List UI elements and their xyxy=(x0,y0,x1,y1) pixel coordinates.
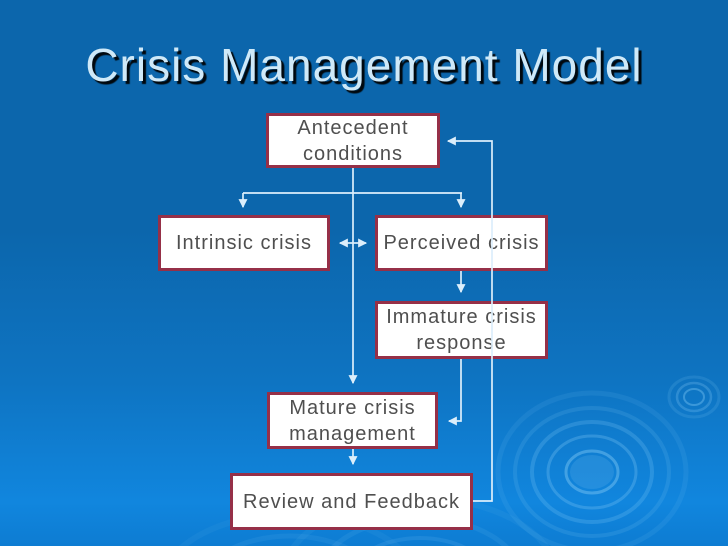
node-perceived-crisis: Perceived crisis xyxy=(375,215,548,271)
node-immature-crisis-response: Immature crisis response xyxy=(375,301,548,359)
node-label: Intrinsic crisis xyxy=(175,232,312,254)
node-review-and-feedback: Review and Feedback xyxy=(230,473,473,530)
node-antecedent-conditions: Antecedent conditions xyxy=(266,113,440,168)
ripple-large xyxy=(495,390,689,546)
node-label: Mature crisis management xyxy=(289,396,416,445)
slide-title: Crisis Management Model xyxy=(85,39,643,91)
node-mature-crisis-management: Mature crisis management xyxy=(267,392,438,449)
edge-antecedent-branch xyxy=(243,168,462,194)
node-label: Perceived crisis xyxy=(383,232,540,254)
node-label: Antecedent conditions xyxy=(297,116,409,165)
node-intrinsic-crisis: Intrinsic crisis xyxy=(158,215,330,271)
edge-immature-to-mature xyxy=(447,359,462,426)
node-label: Immature crisis response xyxy=(386,306,537,354)
edge-review-to-antecedent-feedback xyxy=(446,136,493,502)
ripple-small xyxy=(667,375,721,419)
node-label: Review and Feedback xyxy=(243,490,460,513)
